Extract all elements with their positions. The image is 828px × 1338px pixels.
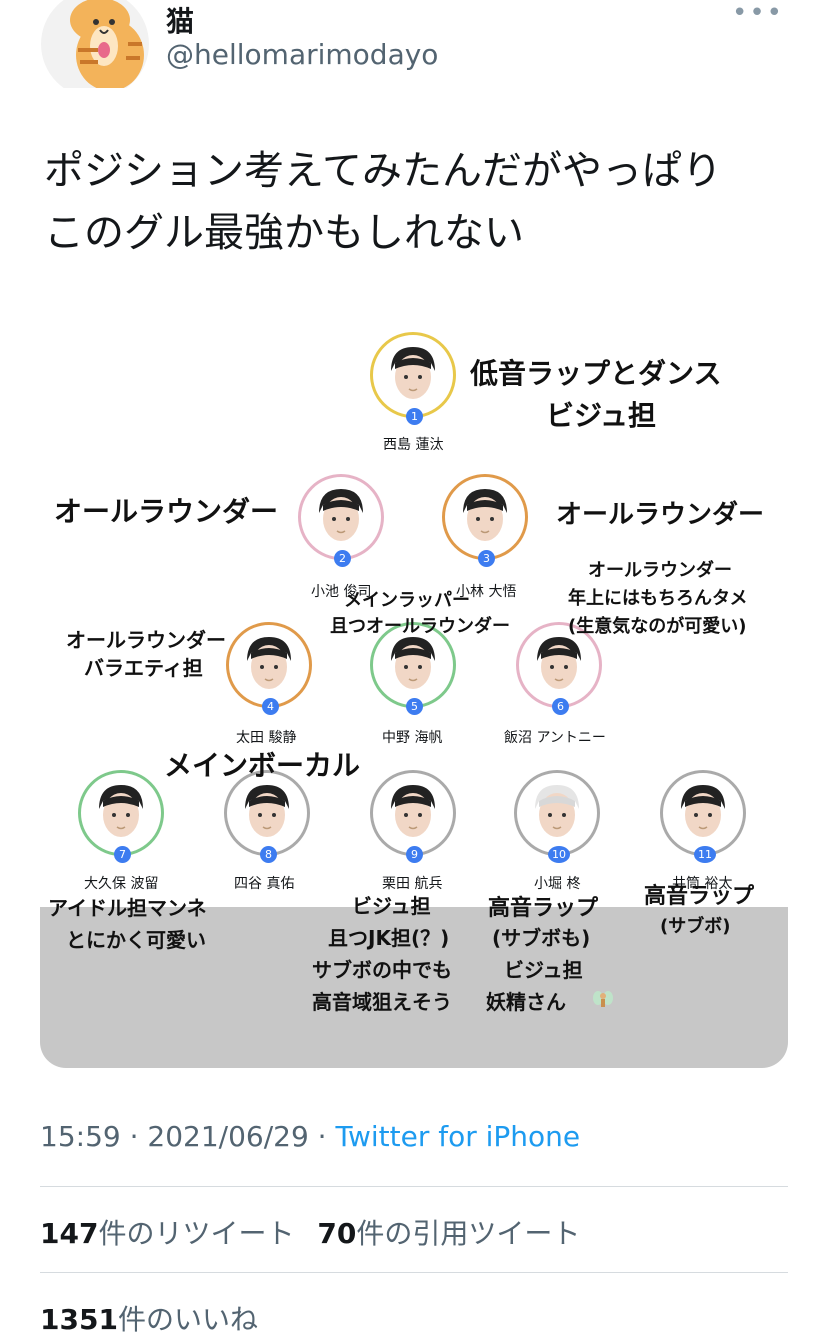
- member-avatar-2: 2: [298, 474, 384, 567]
- member-face-icon: [681, 785, 725, 837]
- source-link[interactable]: Twitter for iPhone: [335, 1120, 581, 1153]
- member-face-icon: [99, 785, 143, 837]
- member-avatar-8: 8: [224, 770, 310, 863]
- member-name: 太田 駿静: [236, 730, 297, 746]
- member-face-icon: [391, 637, 435, 689]
- member-name: 小堀 柊: [534, 876, 581, 892]
- position-label: 高音域狙えそう: [312, 990, 452, 1014]
- position-label: (サブボも): [492, 926, 591, 950]
- engagement-stats: 147件のリツイート 70件の引用ツイート: [40, 1212, 580, 1252]
- member-name: 井筒 裕太: [672, 876, 733, 892]
- member-name: 西島 蓮汰: [383, 437, 444, 453]
- member-face-icon: [319, 489, 363, 541]
- member-avatar-9: 9: [370, 770, 456, 863]
- more-options-icon[interactable]: •••: [731, 0, 784, 28]
- member-face-icon: [391, 347, 435, 399]
- position-label: 且つオールラウンダー: [330, 616, 510, 637]
- member-face-icon: [391, 785, 435, 837]
- tweet-timestamp: 15:59 · 2021/06/29 · Twitter for iPhone: [40, 1120, 580, 1153]
- member-number: 2: [334, 550, 351, 567]
- member-avatar-11: 11: [660, 770, 746, 863]
- position-label: ビジュ担: [546, 399, 657, 432]
- divider: [40, 1186, 788, 1187]
- member-face-icon: [245, 785, 289, 837]
- member-number: 9: [406, 846, 423, 863]
- quotes-link[interactable]: 70件の引用ツイート: [317, 1217, 580, 1250]
- tweet-text-line: このグル最強かもしれない: [44, 210, 524, 256]
- member-number: 10: [548, 846, 570, 863]
- member-number: 1: [406, 408, 423, 425]
- retweet-label: 件のリツイート: [98, 1217, 295, 1250]
- position-label: サブボの中でも: [312, 958, 452, 982]
- member-number: 6: [552, 698, 569, 715]
- position-label: オールラウンダー: [66, 628, 226, 652]
- position-label: オールラウンダー: [588, 560, 732, 581]
- tweet-text-line: ポジション考えてみたんだがやっぱり: [44, 148, 722, 194]
- member-name: 栗田 航兵: [382, 876, 443, 892]
- retweets-link[interactable]: 147件のリツイート: [40, 1217, 294, 1250]
- member-avatar-3: 3: [442, 474, 528, 567]
- member-face-icon: [537, 637, 581, 689]
- fairy-icon: [592, 988, 614, 1010]
- user-avatar[interactable]: [40, 0, 150, 88]
- position-label: 高音ラップ: [644, 884, 755, 909]
- member-number: 5: [406, 698, 423, 715]
- member-face-icon: [247, 637, 291, 689]
- member-name: 大久保 波留: [84, 876, 159, 892]
- position-label: オールラウンダー: [54, 495, 279, 528]
- member-number: 3: [478, 550, 495, 567]
- member-face-icon: [535, 785, 579, 837]
- position-label: ビジュ担: [352, 894, 431, 918]
- user-handle[interactable]: @hellomarimodayo: [166, 38, 439, 71]
- member-avatar-10: 10: [514, 770, 600, 863]
- member-avatar-4: 4: [226, 622, 312, 715]
- member-number: 11: [694, 846, 716, 863]
- position-label: オールラウンダー: [556, 500, 765, 530]
- member-face-icon: [463, 489, 507, 541]
- position-label: (生意気なのが可愛い): [568, 616, 747, 637]
- position-label: 高音ラップ: [488, 896, 599, 921]
- retweet-count: 147: [40, 1217, 99, 1250]
- position-label: とにかく可愛い: [66, 928, 206, 952]
- position-label: メインボーカル: [164, 749, 361, 782]
- member-name: 中野 海帆: [382, 730, 443, 746]
- member-avatar-7: 7: [78, 770, 164, 863]
- member-name: 小林 大悟: [456, 584, 517, 600]
- divider: [40, 1272, 788, 1273]
- tweet-text: ポジション考えてみたんだがやっぱり このグル最強かもしれない: [44, 140, 804, 264]
- position-label: バラエティ担: [84, 656, 203, 680]
- display-name[interactable]: 猫: [166, 5, 195, 38]
- member-avatar-1: 1: [370, 332, 456, 425]
- position-label: 妖精さん: [486, 990, 566, 1014]
- like-label: 件のいいね: [117, 1303, 258, 1336]
- position-label: メインラッパー: [344, 590, 470, 611]
- member-number: 4: [262, 698, 279, 715]
- position-label: (サブボ): [660, 916, 731, 937]
- quote-label: 件の引用ツイート: [356, 1217, 581, 1250]
- position-label: 低音ラップとダンス: [470, 357, 722, 390]
- member-name: 小池 俊司: [311, 584, 372, 600]
- member-avatar-6: 6: [516, 622, 602, 715]
- position-label: ビジュ担: [504, 958, 583, 982]
- quote-count: 70: [317, 1217, 357, 1250]
- member-number: 7: [114, 846, 131, 863]
- position-label: アイドル担マンネ: [48, 896, 207, 920]
- member-name: 飯沼 アントニー: [504, 730, 606, 746]
- image-gray-region: [40, 907, 788, 1068]
- likes-link[interactable]: 1351件のいいね: [40, 1298, 258, 1338]
- position-label: 且つJK担(？): [328, 926, 450, 950]
- member-avatar-5: 5: [370, 622, 456, 715]
- position-label: 年上にはもちろんタメ: [568, 588, 748, 609]
- like-count: 1351: [40, 1303, 118, 1336]
- member-number: 8: [260, 846, 277, 863]
- member-name: 四谷 真佑: [234, 876, 295, 892]
- timestamp-text: 15:59 · 2021/06/29 ·: [40, 1120, 336, 1153]
- tweet-image[interactable]: 1 西島 蓮汰 2 小池 俊司 3 小林 大悟 4 太田 駿静 5 中野 海帆 …: [40, 300, 788, 1068]
